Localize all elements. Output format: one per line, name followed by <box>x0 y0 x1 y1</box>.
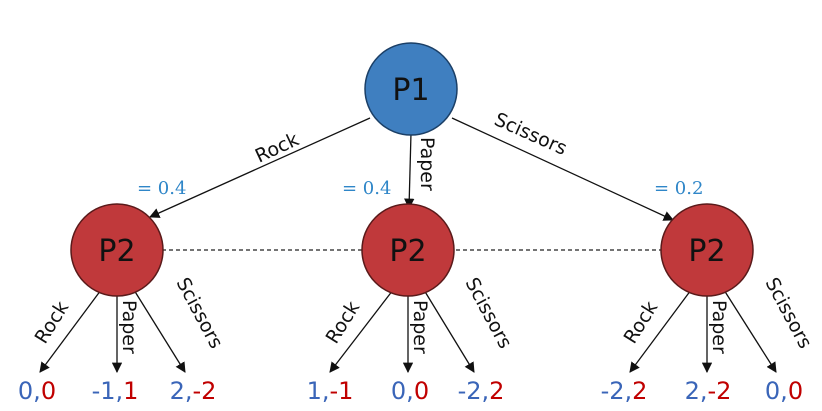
payoff-9: 0,0 <box>765 377 803 405</box>
edge-p2a-scissors <box>133 289 186 373</box>
probability-rock: = 0.4 <box>137 178 186 199</box>
probability-paper: = 0.4 <box>342 178 391 199</box>
payoff-3: 2,-2 <box>170 377 217 405</box>
edge-label-p2c-paper: Paper <box>708 300 730 354</box>
payoff-2: -1,1 <box>92 377 139 405</box>
payoff-5: 0,0 <box>391 377 429 405</box>
node-p1-circle <box>364 42 458 136</box>
edge-p1-paper <box>404 132 415 210</box>
node-p2-paper-label: P2 <box>389 234 426 269</box>
payoff-7: -2,2 <box>601 377 648 405</box>
payoff-1: 0,0 <box>18 377 56 405</box>
node-p2-paper: P2 <box>361 203 455 297</box>
edge-label-p2c-scissors: Scissors <box>761 274 817 352</box>
edge-label-p2a-paper: Paper <box>118 300 140 354</box>
edge-p2b-rock <box>329 289 394 373</box>
edge-p1-rock <box>149 117 371 218</box>
node-p1: P1 <box>364 42 458 136</box>
payoff-6: -2,2 <box>458 377 505 405</box>
edge-label-p2b-rock: Rock <box>322 297 365 347</box>
edge-p2b-scissors <box>423 289 475 373</box>
edge-label-p1-rock: Rock <box>252 128 302 167</box>
payoff-4: 1,-1 <box>307 377 354 405</box>
edge-p1-scissors <box>451 117 674 221</box>
edge-p2c-rock <box>629 289 692 373</box>
edge-p2c-scissors <box>723 289 777 373</box>
edge-label-p2a-scissors: Scissors <box>172 274 228 352</box>
node-p2-rock-label: P2 <box>98 234 135 269</box>
node-p1-label: P1 <box>392 73 429 108</box>
edge-label-p1-scissors: Scissors <box>491 108 570 159</box>
node-p2-rock: P2 <box>70 203 164 297</box>
edge-label-p2b-paper: Paper <box>409 300 431 354</box>
edge-label-p2c-rock: Rock <box>620 297 663 347</box>
node-p2-rock-circle <box>70 203 164 297</box>
edge-label-p2a-rock: Rock <box>31 297 74 347</box>
probability-scissors: = 0.2 <box>654 178 703 199</box>
node-p2-paper-circle <box>361 203 455 297</box>
edge-label-p1-paper: Paper <box>416 137 438 191</box>
node-p2-scissors-circle <box>660 203 754 297</box>
edge-p2a-rock <box>39 289 102 373</box>
edge-label-p2b-scissors: Scissors <box>461 274 517 352</box>
node-p2-scissors: P2 <box>660 203 754 297</box>
payoff-8: 2,-2 <box>685 377 732 405</box>
node-p2-scissors-label: P2 <box>688 234 725 269</box>
